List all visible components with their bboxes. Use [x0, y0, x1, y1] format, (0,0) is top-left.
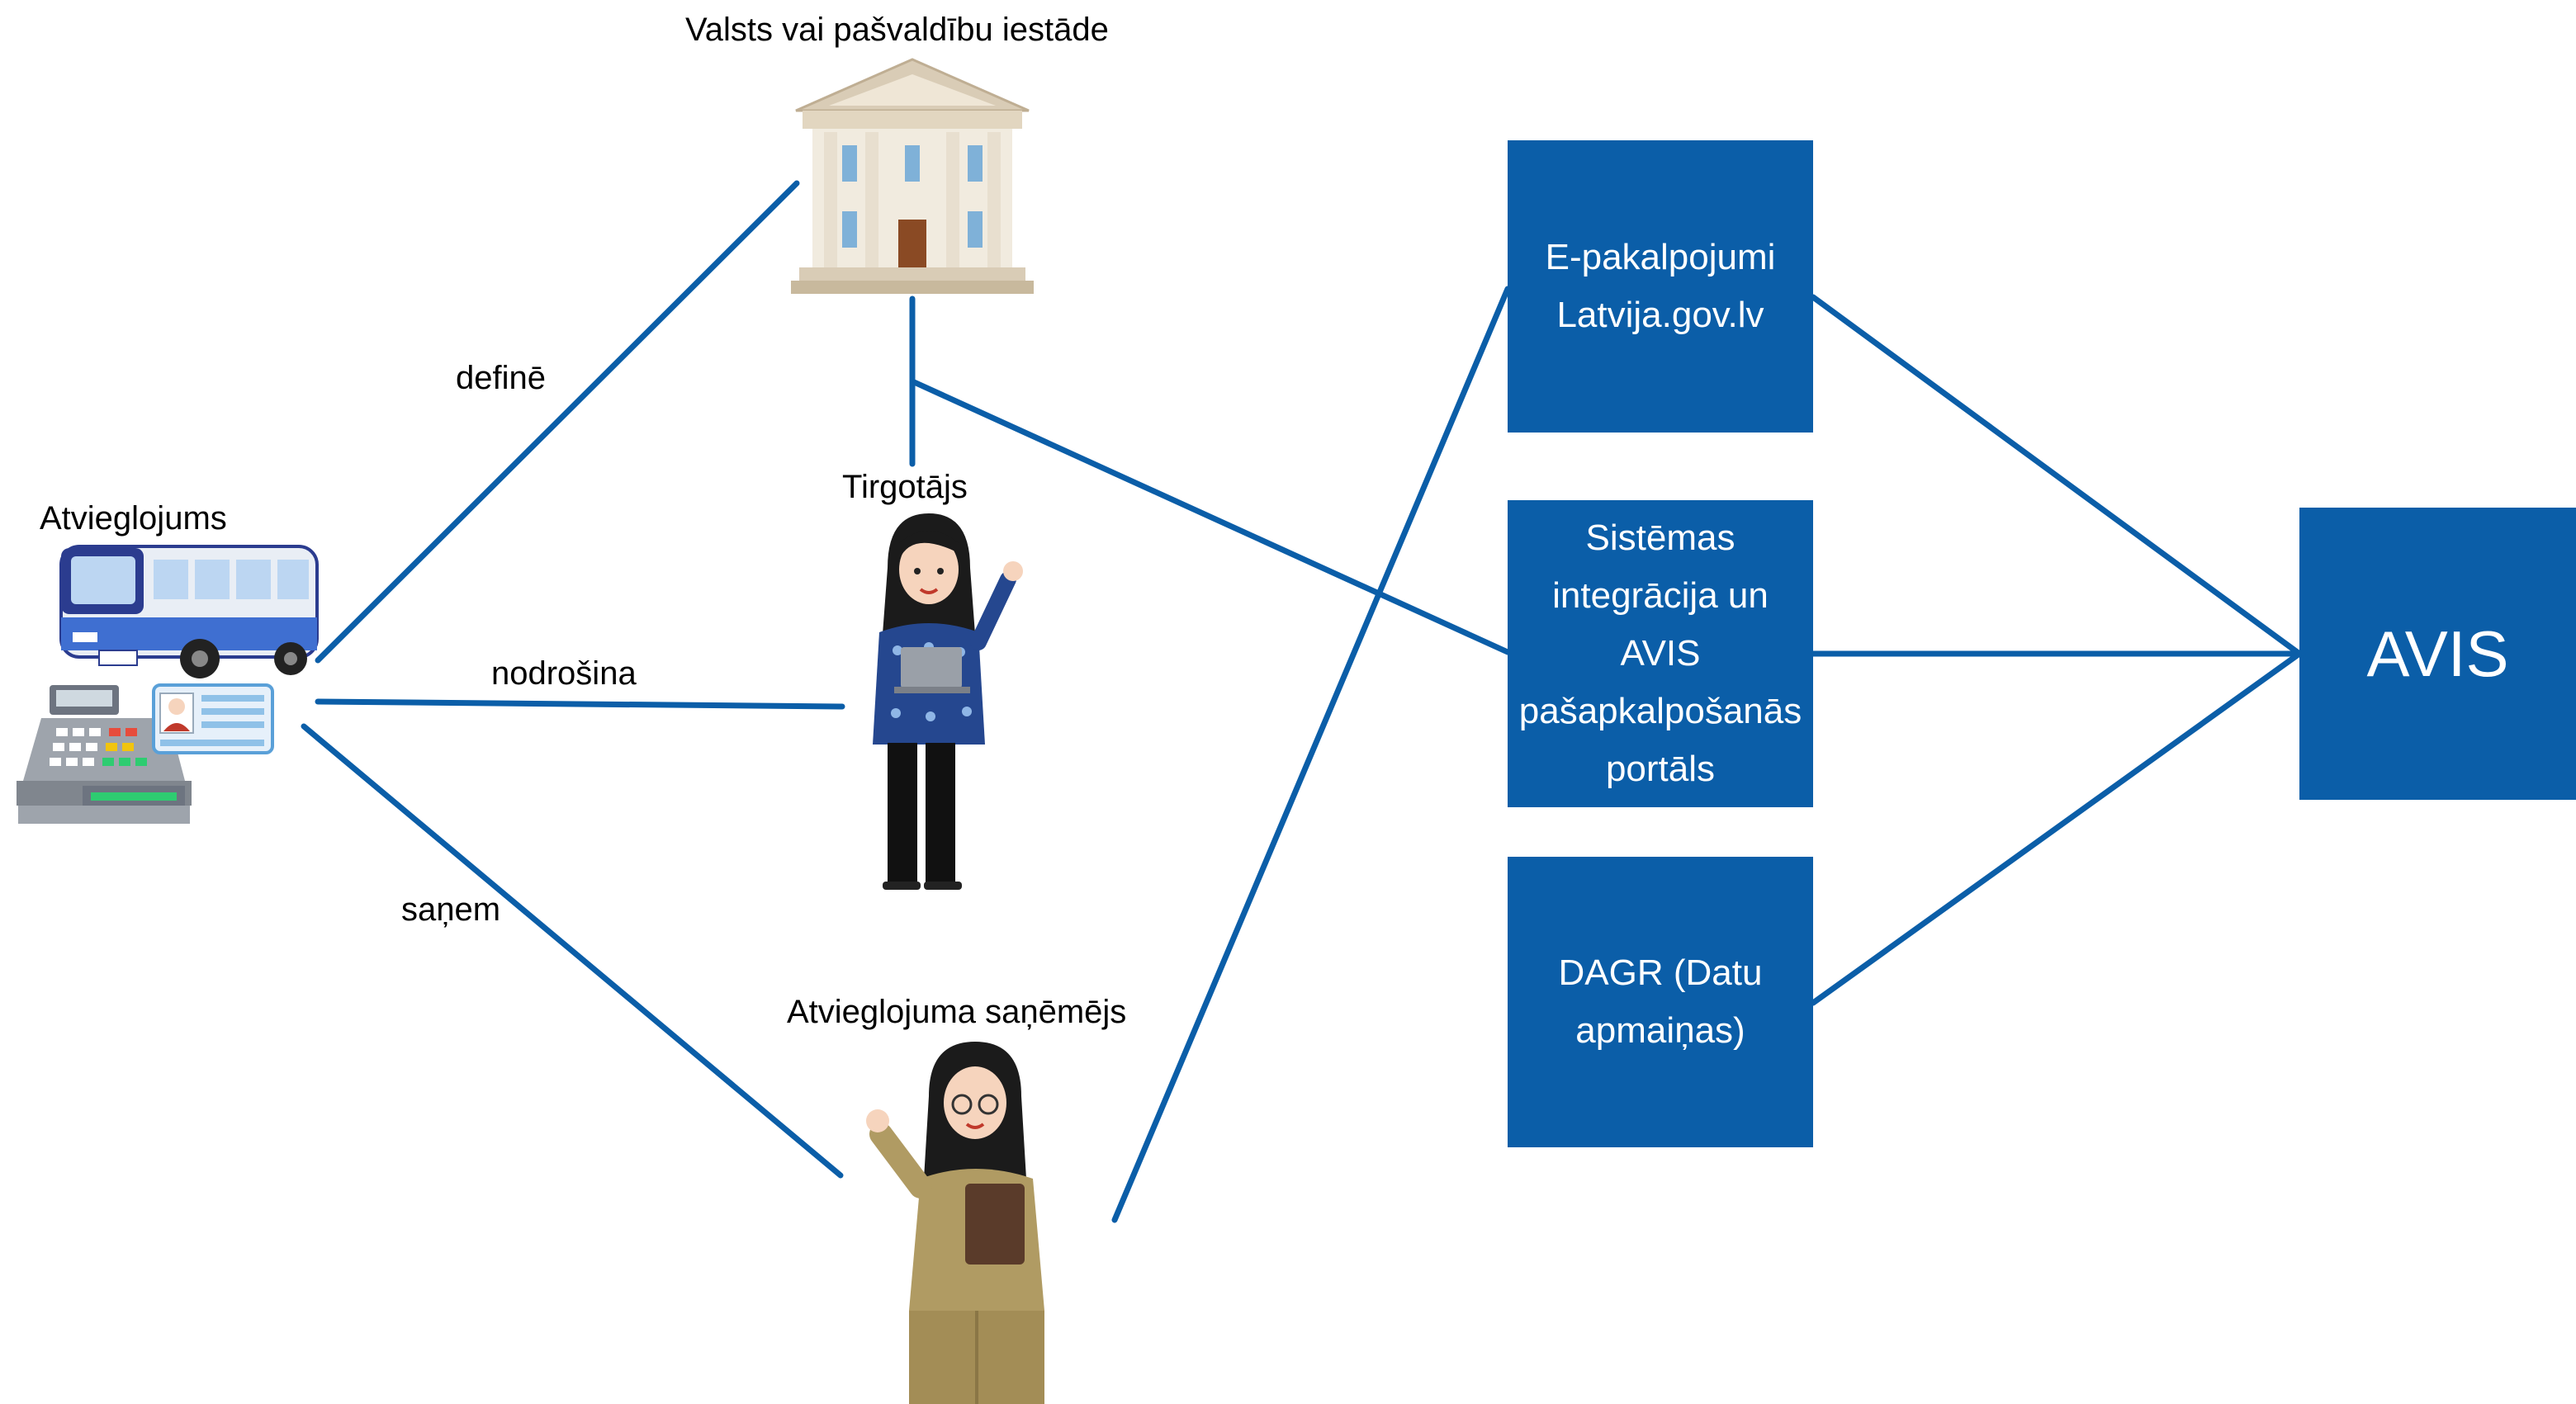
line-discount-merchant — [315, 698, 845, 710]
recipient-label: Atvieglojuma saņēmējs — [787, 994, 1127, 1030]
e-services-box: E-pakalpojumi Latvija.gov.lv — [1508, 140, 1813, 433]
relation-label-defines: definē — [456, 360, 546, 396]
cash-register-icon — [17, 685, 192, 824]
line-discount-recipient — [301, 723, 844, 1179]
woman-holding-book-icon — [866, 1042, 1044, 1404]
line-discount-institution — [315, 180, 800, 664]
relation-label-provides: nodrošina — [491, 655, 637, 692]
integration-portal-box: Sistēmas integrācija un AVIS pašapkalpoš… — [1508, 500, 1813, 807]
avis-label: AVIS — [2366, 617, 2509, 690]
avis-box: AVIS — [2299, 508, 2576, 800]
dagr-box: DAGR (Datu apmaiņas) — [1508, 857, 1813, 1147]
line-dagr-avis — [1810, 650, 2303, 1006]
merchant-label: Tirgotājs — [842, 469, 968, 505]
woman-with-laptop-icon — [873, 513, 1023, 890]
id-card-icon — [152, 683, 274, 754]
dagr-label: DAGR (Datu apmaiņas) — [1558, 953, 1763, 1051]
bus-icon — [59, 545, 319, 678]
line-institution-integration — [909, 378, 1511, 655]
line-eservices-avis — [1810, 294, 2303, 657]
government-building-icon — [791, 58, 1034, 294]
institution-label: Valsts vai pašvaldību iestāde — [685, 12, 1109, 48]
e-services-label: E-pakalpojumi Latvija.gov.lv — [1545, 237, 1776, 335]
discount-label: Atvieglojums — [40, 500, 227, 537]
line-recipient-eservices — [1111, 286, 1511, 1223]
relation-label-receives: saņem — [401, 891, 501, 928]
integration-portal-label: Sistēmas integrācija un AVIS pašapkalpoš… — [1518, 518, 1802, 789]
